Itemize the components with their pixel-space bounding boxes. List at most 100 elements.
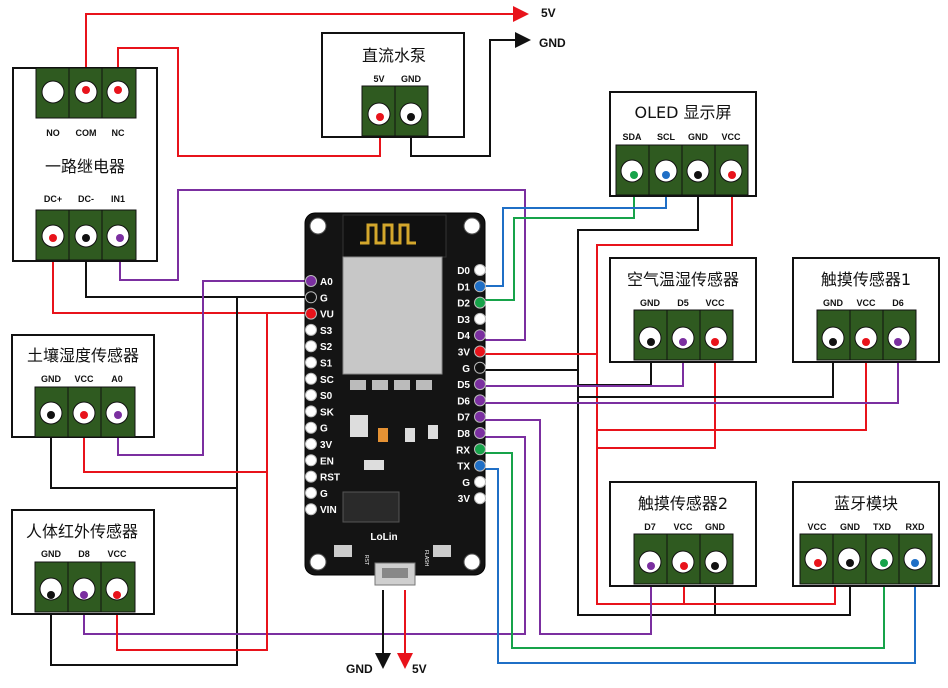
touch2-title: 触摸传感器2	[638, 494, 728, 513]
rail-label-top-gnd: GND	[539, 36, 566, 50]
left-pin-label-0: A0	[320, 277, 333, 288]
right-pin-label-9: D7	[457, 413, 470, 424]
wire-pir-gnd	[50, 488, 238, 666]
wire-oled-vcc	[596, 175, 733, 605]
relay-pin-com: COM	[76, 128, 97, 138]
wire-soil-gnd	[50, 297, 238, 489]
left-pin-label-4: S2	[320, 342, 333, 353]
right-pin-label-5: 3V	[458, 348, 471, 359]
relay-pin-no: NO	[46, 128, 60, 138]
right-pin-label-3: D3	[457, 315, 470, 326]
oled-title: OLED 显示屏	[634, 103, 731, 122]
wire-oled-sda	[484, 175, 635, 301]
wire-air-vcc	[597, 345, 716, 449]
left-pin-label-10: 3V	[320, 440, 333, 451]
right-pin-hole-0	[474, 264, 486, 276]
left-pin-label-2: VU	[320, 310, 334, 321]
right-pin-hole-2	[474, 296, 486, 309]
pir-title: 人体红外传感器	[26, 522, 138, 541]
pir-pin-gnd: GND	[41, 549, 62, 559]
right-pin-hole-4	[474, 329, 486, 342]
touch2-module: 触摸传感器2 D7 VCC GND	[609, 481, 757, 587]
bt-title: 蓝牙模块	[834, 494, 898, 513]
right-pin-hole-7	[474, 378, 486, 391]
esp-shield	[342, 256, 443, 375]
touch2-pin-vcc: VCC	[673, 522, 693, 532]
wire-bt-txd	[484, 452, 885, 649]
air-pin-gnd: GND	[640, 298, 661, 308]
right-pin-hole-8	[474, 394, 486, 407]
left-pin-label-6: SC	[320, 375, 334, 386]
soil-module: 土壤湿度传感器 GND VCC A0	[11, 334, 155, 438]
air-title: 空气温湿传感器	[627, 270, 739, 289]
left-pin-hole-4	[305, 340, 317, 353]
bt-pin-vcc: VCC	[807, 522, 827, 532]
touch1-title: 触摸传感器1	[821, 270, 911, 289]
bt-pin-rxd: RXD	[905, 522, 925, 532]
left-pin-label-3: S3	[320, 326, 333, 337]
touch2-pin-gnd: GND	[705, 522, 726, 532]
oled-pin-sda: SDA	[622, 132, 642, 142]
air-pin-vcc: VCC	[705, 298, 725, 308]
right-pin-hole-9	[474, 410, 486, 423]
right-pin-hole-1	[474, 280, 486, 293]
left-pin-hole-10	[305, 438, 317, 450]
right-pin-label-1: D1	[457, 282, 470, 293]
right-pin-hole-10	[474, 427, 486, 439]
wire-touch1-vcc	[597, 345, 867, 431]
touch1-pin-d6: D6	[892, 298, 904, 308]
right-pin-hole-11	[474, 443, 486, 456]
right-pin-label-2: D2	[457, 299, 470, 310]
left-pin-hole-12	[305, 470, 317, 483]
right-pin-label-13: G	[462, 478, 470, 489]
pump-pin-gnd: GND	[401, 74, 422, 84]
left-pin-hole-9	[305, 421, 317, 434]
wire-touch2-d7	[484, 419, 652, 635]
rail-label-bottom-5v: 5V	[412, 662, 427, 676]
relay-pin-nc: NC	[112, 128, 125, 138]
right-pin-label-7: D5	[457, 380, 470, 391]
oled-module: OLED 显示屏 SDA SCL GND VCC	[609, 91, 757, 197]
right-pin-hole-5	[474, 345, 486, 358]
left-pin-hole-8	[305, 405, 317, 418]
right-pin-hole-6	[474, 361, 486, 374]
bt-module: 蓝牙模块 VCC GND TXD RXD	[792, 481, 940, 587]
touch1-pin-vcc: VCC	[856, 298, 876, 308]
left-pin-hole-7	[305, 389, 317, 402]
right-pin-label-0: D0	[457, 266, 470, 277]
left-pin-label-13: G	[320, 489, 328, 500]
nodemcu-board: LoLin RST FLASH A0GVUS3S2S1SCS0SKG3VENRS…	[304, 212, 486, 586]
wire-pir-vcc	[116, 472, 268, 651]
wires	[50, 6, 916, 669]
relay-pin-dcminus: DC-	[78, 194, 94, 204]
left-pin-hole-5	[305, 356, 317, 369]
wire-touch1-d6	[484, 345, 899, 404]
wire-soil-vcc	[83, 313, 268, 473]
air-module: 空气温湿传感器 GND D5 VCC	[609, 257, 757, 363]
left-pin-hole-14	[305, 503, 317, 516]
left-pin-label-8: SK	[320, 407, 335, 418]
oled-pin-scl: SCL	[657, 132, 676, 142]
soil-pin-gnd: GND	[41, 374, 62, 384]
soil-title: 土壤湿度传感器	[27, 346, 139, 365]
touch2-pin-d7: D7	[644, 522, 656, 532]
pir-pin-d8: D8	[78, 549, 90, 559]
rail-label-bottom-gnd: GND	[346, 662, 373, 676]
right-pin-label-14: 3V	[458, 494, 471, 505]
left-pin-hole-11	[305, 454, 317, 467]
rst-button-label: RST	[363, 555, 369, 565]
soil-pin-a0: A0	[111, 374, 123, 384]
left-pin-hole-6	[305, 372, 317, 385]
right-pin-hole-13	[474, 475, 486, 488]
wire-relay-in1	[119, 189, 526, 341]
left-pin-label-5: S1	[320, 359, 333, 370]
left-pin-hole-0	[305, 275, 317, 287]
pump-module: 直流水泵 5V GND	[321, 32, 465, 138]
wire-relay-com-5v	[85, 6, 529, 90]
right-pin-label-6: G	[462, 364, 470, 375]
wire-soil-a0	[117, 280, 308, 456]
wire-bt-rxd	[484, 468, 916, 664]
